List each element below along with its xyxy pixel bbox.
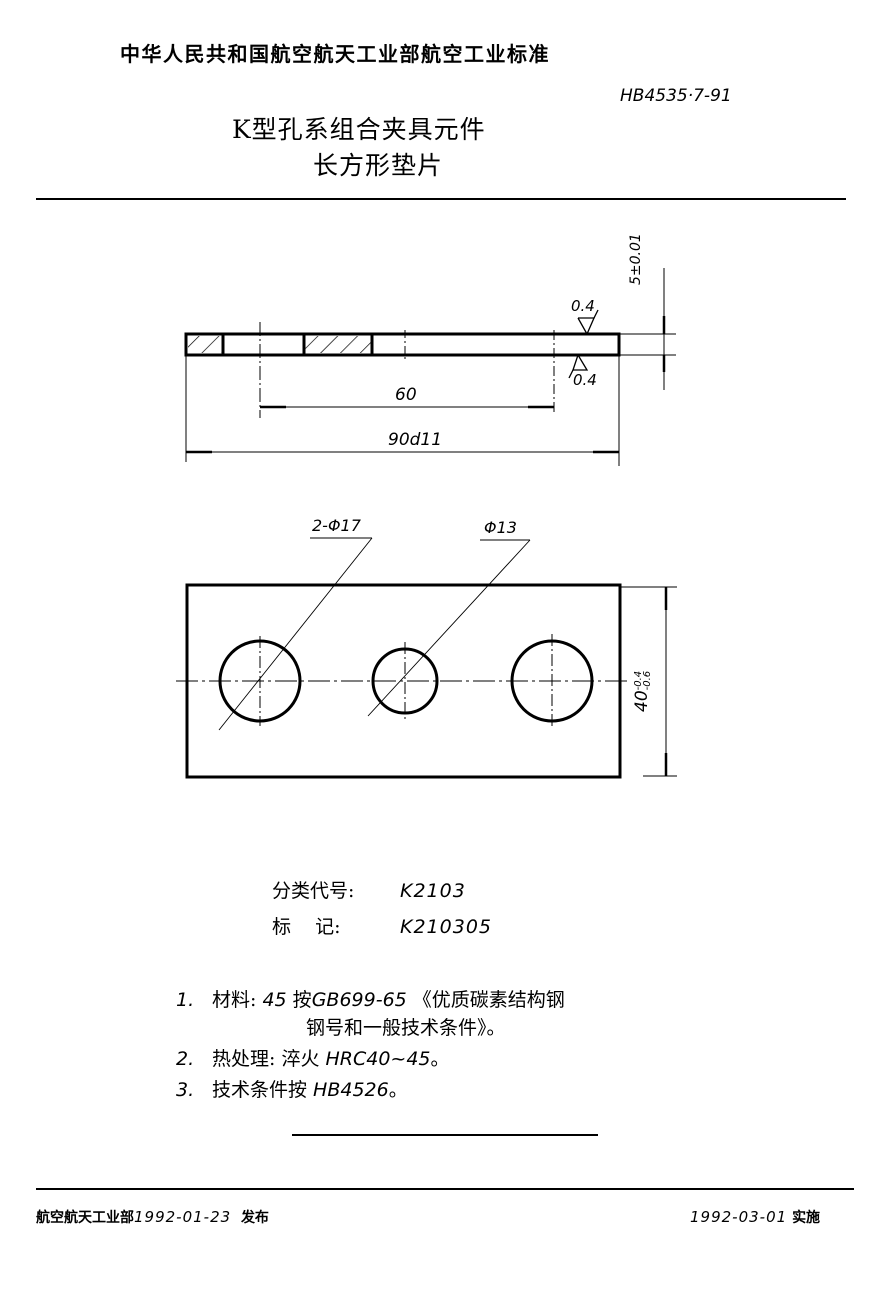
note-1-standard-ref: GB699-65 — [311, 989, 407, 1011]
width-dimension-base: 40 — [632, 690, 652, 712]
mark-label: 标 记: — [272, 916, 341, 938]
notes-end-divider — [292, 1134, 598, 1136]
issuer: 航空航天工业部 — [36, 1210, 134, 1226]
large-holes-label: 2-Φ17 — [312, 516, 361, 535]
standard-code: HB4535·7-91 — [620, 86, 732, 106]
document-subtitle: 长方形垫片 — [313, 151, 444, 180]
note-3-number: 3. — [176, 1079, 195, 1101]
effective-label: 实施 — [792, 1210, 821, 1226]
header-divider — [36, 198, 846, 200]
mark-row: 标 记: K210305 — [272, 912, 492, 939]
note-1-material-label: 材料: — [212, 989, 263, 1011]
top-view — [176, 537, 677, 779]
effective-info: 1992-03-01 实施 — [690, 1207, 820, 1227]
width-tolerance-lower: -0.6 — [641, 670, 653, 691]
note-2-hardness: HRC40~45 — [325, 1048, 431, 1070]
length-dimension: 90d11 — [388, 430, 443, 450]
note-2-number: 2. — [176, 1048, 195, 1070]
note-2: 2. 热处理: 淬火 HRC40~45。 — [176, 1044, 450, 1071]
roughness-top-value: 0.4 — [571, 297, 595, 315]
hole-spacing-dimension: 60 — [395, 385, 417, 405]
effective-date: 1992-03-01 — [690, 1208, 788, 1226]
issue-date: 1992-01-23 — [134, 1208, 232, 1226]
note-1-number: 1. — [176, 989, 195, 1011]
note-1-per: 按 — [286, 989, 312, 1011]
classification-code-row: 分类代号: K2103 — [272, 876, 466, 903]
document-title: K型孔系组合夹具元件 — [232, 115, 486, 144]
note-3-tech-conditions: 技术条件按 — [212, 1079, 314, 1101]
roughness-bottom-value: 0.4 — [573, 371, 597, 389]
footer-divider — [36, 1188, 854, 1190]
note-3: 3. 技术条件按 HB4526。 — [176, 1075, 408, 1102]
classification-code-value: K2103 — [400, 880, 466, 902]
note-1-continuation: 钢号和一般技术条件》。 — [306, 1017, 506, 1039]
note-2-heat-treatment: 热处理: 淬火 — [212, 1048, 326, 1070]
issue-label: 发布 — [240, 1210, 269, 1226]
issue-info: 航空航天工业部1992-01-23 发布 — [36, 1207, 269, 1227]
classification-code-label: 分类代号: — [272, 880, 355, 902]
width-dimension: 40-0.4-0.6 — [632, 670, 653, 712]
note-2-end: 。 — [430, 1048, 450, 1070]
note-1-material-grade: 45 — [262, 989, 287, 1011]
side-view — [184, 268, 676, 466]
mark-value: K210305 — [400, 916, 492, 938]
note-1-standard-title: 《优质碳素结构钢 — [406, 989, 565, 1011]
note-3-standard-ref: HB4526 — [313, 1079, 389, 1101]
technical-drawing — [176, 268, 677, 779]
note-1: 1. 材料: 45 按GB699-65 《优质碳素结构钢 — [176, 985, 565, 1012]
issuing-organization: 中华人民共和国航空航天工业部航空工业标准 — [120, 42, 550, 66]
small-hole-label: Φ13 — [484, 518, 517, 537]
thickness-dimension: 5±0.01 — [628, 233, 644, 285]
note-3-end: 。 — [388, 1079, 408, 1101]
